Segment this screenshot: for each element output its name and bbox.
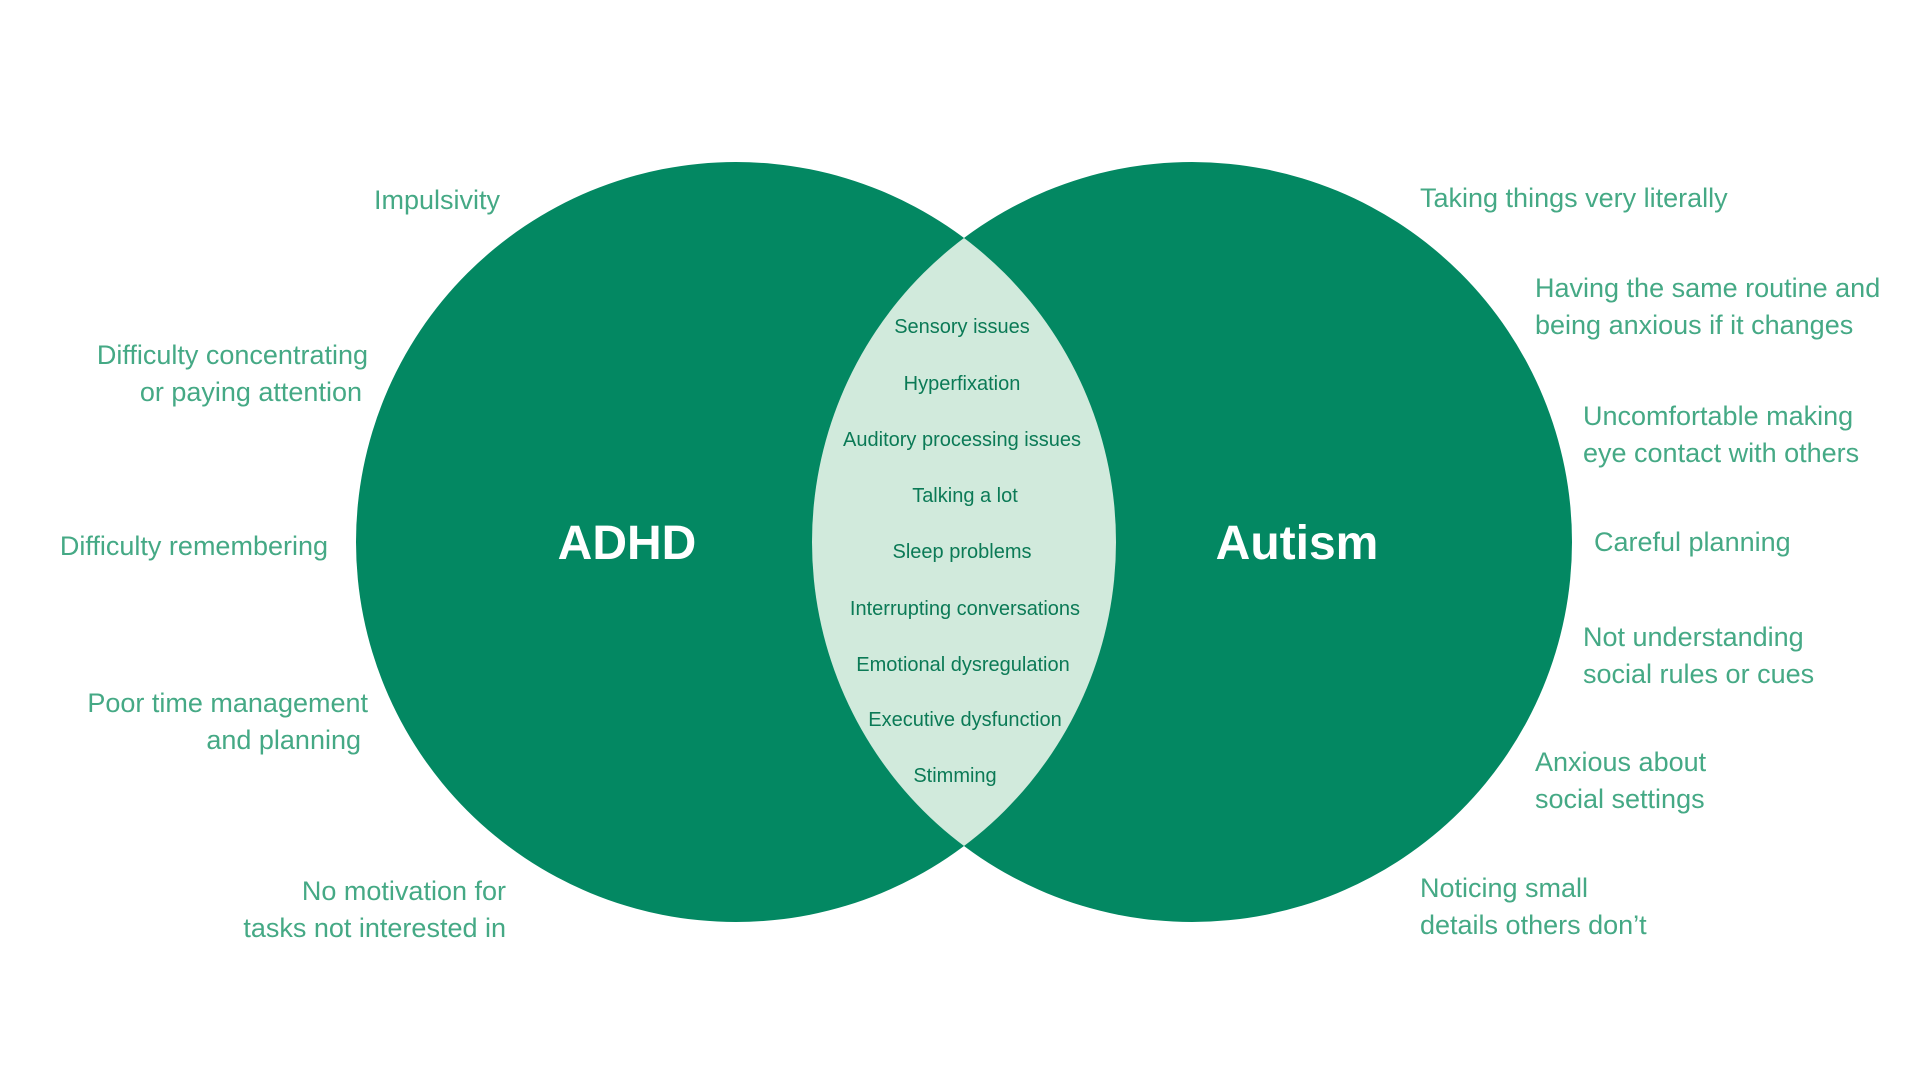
shared-trait-emotional: Emotional dysregulation (856, 654, 1070, 676)
autism-trait-routine: Having the same routine and being anxiou… (1535, 273, 1881, 340)
adhd-trait-concentration: Difficulty concentrating or paying atten… (96, 340, 368, 407)
adhd-title: ADHD (557, 517, 697, 570)
autism-trait-social-settings: Anxious about social settings (1535, 747, 1707, 814)
adhd-trait-time-management: Poor time management and planning (87, 688, 368, 755)
shared-trait-hyperfixation: Hyperfixation (903, 373, 1021, 395)
adhd-trait-impulsivity: Impulsivity (373, 185, 500, 215)
shared-trait-stimming: Stimming (913, 765, 997, 787)
autism-trait-details: Noticing small details others don’t (1420, 873, 1647, 940)
autism-trait-social-rules: Not understanding social rules or cues (1583, 622, 1815, 689)
shared-trait-talking: Talking a lot (912, 485, 1018, 507)
adhd-trait-remembering: Difficulty remembering (59, 531, 328, 561)
shared-trait-interrupting: Interrupting conversations (849, 598, 1081, 620)
shared-trait-sensory: Sensory issues (894, 316, 1030, 338)
autism-trait-planning: Careful planning (1594, 527, 1791, 557)
shared-trait-executive: Executive dysfunction (868, 709, 1062, 731)
autism-title: Autism (1215, 517, 1379, 570)
shared-trait-auditory: Auditory processing issues (843, 429, 1081, 451)
shared-trait-sleep: Sleep problems (892, 541, 1032, 563)
overlap-region (812, 162, 1116, 922)
adhd-trait-motivation: No motivation for tasks not interested i… (243, 876, 506, 943)
autism-trait-eye-contact: Uncomfortable making eye contact with ot… (1583, 401, 1860, 468)
autism-trait-literal: Taking things very literally (1420, 183, 1728, 213)
